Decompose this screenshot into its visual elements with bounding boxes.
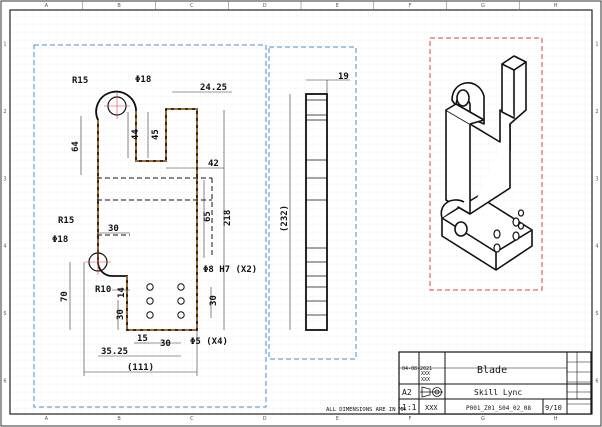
dim-r-small: R10 [95, 285, 111, 295]
dim-w-15: 15 [137, 334, 148, 344]
dim-h-left-bot: 70 [60, 291, 70, 302]
projection-symbol-icon [420, 386, 443, 398]
dim-w-35: 35.25 [101, 347, 128, 357]
dim-h-left: 64 [71, 141, 81, 152]
tb-checked-by: XXX [421, 377, 430, 383]
dim-r-top: R15 [72, 76, 88, 86]
zone-col-A-top: A [45, 3, 49, 9]
dim-w-total: (111) [127, 363, 154, 373]
dimension-note: ALL DIMENSIONS ARE IN MM [326, 407, 406, 413]
zone-col-G-bottom: G [481, 416, 485, 422]
iso-small-holes [493, 209, 525, 253]
inner-edges [97, 177, 213, 258]
part-outline [95, 90, 198, 331]
front-view-frame [33, 44, 267, 408]
zone-row-4-right: 4 [595, 244, 598, 250]
zone-row-4-left: 4 [3, 244, 6, 250]
zone-col-C-top: C [190, 3, 194, 9]
zone-col-E-bottom: E [336, 416, 339, 422]
dim-w-top: 24.25 [200, 83, 227, 93]
zone-col-A-bottom: A [45, 416, 49, 422]
zone-row-2-left: 2 [3, 109, 6, 115]
zone-row-5-left: 5 [3, 311, 6, 317]
zone-col-C-bottom: C [190, 416, 194, 422]
front-view: R15 Φ18 24.25 44 45 64 42 65 218 R15 Φ18… [52, 75, 257, 376]
dim-h-slot-a: 44 [131, 129, 141, 140]
zone-col-D-bottom: D [263, 416, 267, 422]
zone-row-3-right: 3 [595, 176, 598, 182]
zone-col-B-top: B [117, 3, 121, 9]
zone-row-2-right: 2 [595, 109, 598, 115]
dim-holes-top: Φ8 H7 (X2) [203, 265, 257, 275]
iso-top-tab [501, 55, 527, 71]
zone-row-1-left: 1 [3, 42, 6, 48]
dim-r-bot: R15 [58, 216, 74, 226]
dim-w-30: 30 [160, 339, 171, 349]
dimension-lines [69, 91, 232, 376]
dim-holes-bot: Φ5 (X4) [190, 337, 228, 347]
dim-phi-bot: Φ18 [52, 235, 68, 245]
zone-row-6-left: 6 [3, 378, 6, 384]
title-block: 04-08-2021 XXX XXX Blade A2 Skill Lync 1… [398, 351, 592, 415]
zone-columns: A A B B C C D D E E F F G G H H [45, 1, 558, 422]
tb-title: Blade [477, 365, 507, 376]
dim-w-small: 14 [117, 287, 127, 298]
zone-col-F-top: F [409, 3, 412, 9]
tb-weight-code: XXX [425, 404, 438, 412]
zone-col-H-top: H [554, 3, 558, 9]
dim-w-mid: 30 [108, 224, 119, 234]
dim-h-slot-b: 45 [151, 129, 161, 140]
zone-col-G-top: G [481, 3, 485, 9]
side-edges [306, 99, 327, 316]
dim-h-total: 218 [223, 210, 233, 226]
tb-scale: 1:1 [402, 403, 417, 412]
iso-mid-plate [445, 109, 471, 215]
dim-thickness: 19 [338, 72, 349, 82]
dim-side-height: (232) [280, 205, 290, 232]
zone-col-B-bottom: B [117, 416, 121, 422]
zone-row-3-left: 3 [3, 176, 6, 182]
side-view-frame [268, 46, 357, 360]
iso-bottom-hole [454, 221, 468, 237]
side-profile [305, 93, 328, 331]
hidden-lines [97, 108, 198, 331]
tb-drawn-by: XXX [421, 371, 430, 377]
tb-sheet: 9/10 [545, 404, 562, 412]
small-holes [146, 283, 185, 319]
dim-w-slot: 42 [208, 159, 219, 169]
zone-row-1-right: 1 [595, 42, 598, 48]
zone-row-5-right: 5 [595, 311, 598, 317]
zone-col-D-top: D [263, 3, 267, 9]
side-dim-lines [289, 79, 350, 330]
dim-h-small-b: 30 [209, 295, 219, 306]
dim-phi-top: Φ18 [135, 75, 151, 85]
tb-part-number: P001_Z01_S04_02_08 [466, 405, 531, 412]
zone-row-6-right: 6 [595, 378, 598, 384]
zone-col-F-bottom: F [409, 416, 412, 422]
dim-h-mid: 65 [203, 211, 213, 222]
tb-date: 04-08-2021 [402, 366, 432, 372]
iso-view-frame [429, 37, 543, 291]
dim-h-small-a: 30 [116, 309, 126, 320]
zone-col-H-bottom: H [554, 416, 558, 422]
side-view: 19 (232) [280, 72, 350, 331]
iso-top-hole [456, 89, 470, 107]
zone-col-E-top: E [336, 3, 339, 9]
iso-view [440, 55, 533, 271]
tb-company: Skill Lync [474, 388, 522, 397]
tb-format: A2 [402, 388, 412, 397]
